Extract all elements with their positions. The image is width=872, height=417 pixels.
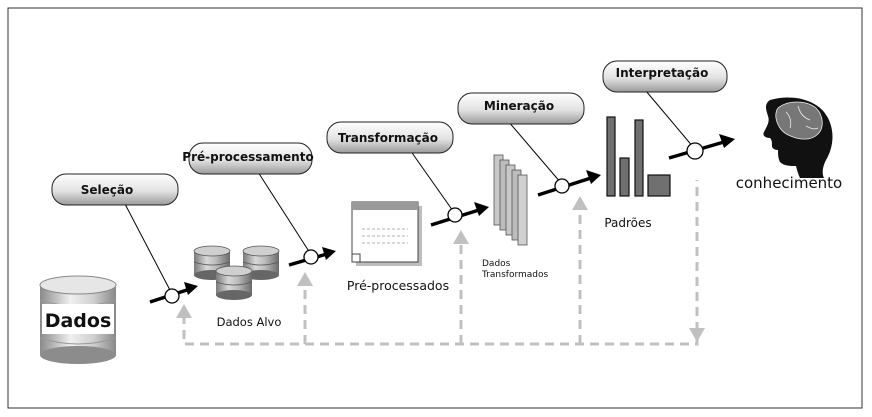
- small-cylinder-3: [215, 265, 253, 300]
- padroes-label: Padrões: [604, 216, 651, 230]
- step-mineracao-label: Mineração: [484, 99, 554, 113]
- step-selecao-label: Seleção: [81, 183, 134, 197]
- step-pill-interpretacao: Interpretação: [602, 60, 728, 93]
- step-preprocessamento-label: Pré-processamento: [182, 150, 313, 164]
- step-pill-transformacao: Transformação: [326, 121, 454, 154]
- head-icon: [763, 97, 833, 178]
- step-circle-transformacao: [447, 207, 463, 223]
- padroes-bar-2: [619, 157, 630, 197]
- step-circles: [164, 142, 704, 304]
- step-interpretacao-label: Interpretação: [616, 66, 709, 80]
- step-circle-selecao: [164, 288, 180, 304]
- step-pill-preprocessamento: Pré-processamento: [182, 142, 314, 175]
- dados-database-icon: [39, 275, 117, 364]
- dados-transformados-label-2: Transformados: [481, 270, 549, 280]
- feedback-arrowheads: [176, 196, 705, 342]
- dados-transformados-icon: [493, 154, 528, 246]
- feedback-arrow-up-4: [572, 196, 588, 210]
- dados-alvo-label: Dados Alvo: [217, 315, 282, 329]
- dados-label: Dados: [45, 310, 112, 332]
- conhecimento-label: conhecimento: [736, 174, 843, 192]
- step-circle-interpretacao: [686, 142, 704, 160]
- feedback-arrow-down: [689, 328, 705, 342]
- pre-processados-label: Pré-processados: [347, 278, 449, 293]
- dados-alvo-icon: [193, 245, 280, 300]
- padroes-icon: [606, 116, 671, 197]
- step-pill-selecao: Seleção: [51, 173, 179, 206]
- padroes-bar-1: [606, 116, 616, 197]
- diagram-border: [7, 7, 863, 409]
- step-circle-mineracao: [554, 178, 570, 194]
- feedback-arrow-up-1: [176, 304, 192, 318]
- padroes-bar-4: [647, 174, 671, 197]
- feedback-arrow-up-3: [453, 230, 469, 244]
- feedback-loop: [182, 180, 699, 346]
- pre-processados-icon: [351, 201, 422, 266]
- callout-lines: [124, 90, 695, 295]
- step-circle-preprocessamento: [303, 249, 319, 265]
- dados-transformados-label-1: Dados: [482, 259, 511, 269]
- feedback-arrow-up-2: [297, 272, 313, 286]
- padroes-bar-3: [634, 119, 644, 197]
- step-transformacao-label: Transformação: [338, 131, 438, 145]
- step-pill-mineracao: Mineração: [457, 92, 585, 125]
